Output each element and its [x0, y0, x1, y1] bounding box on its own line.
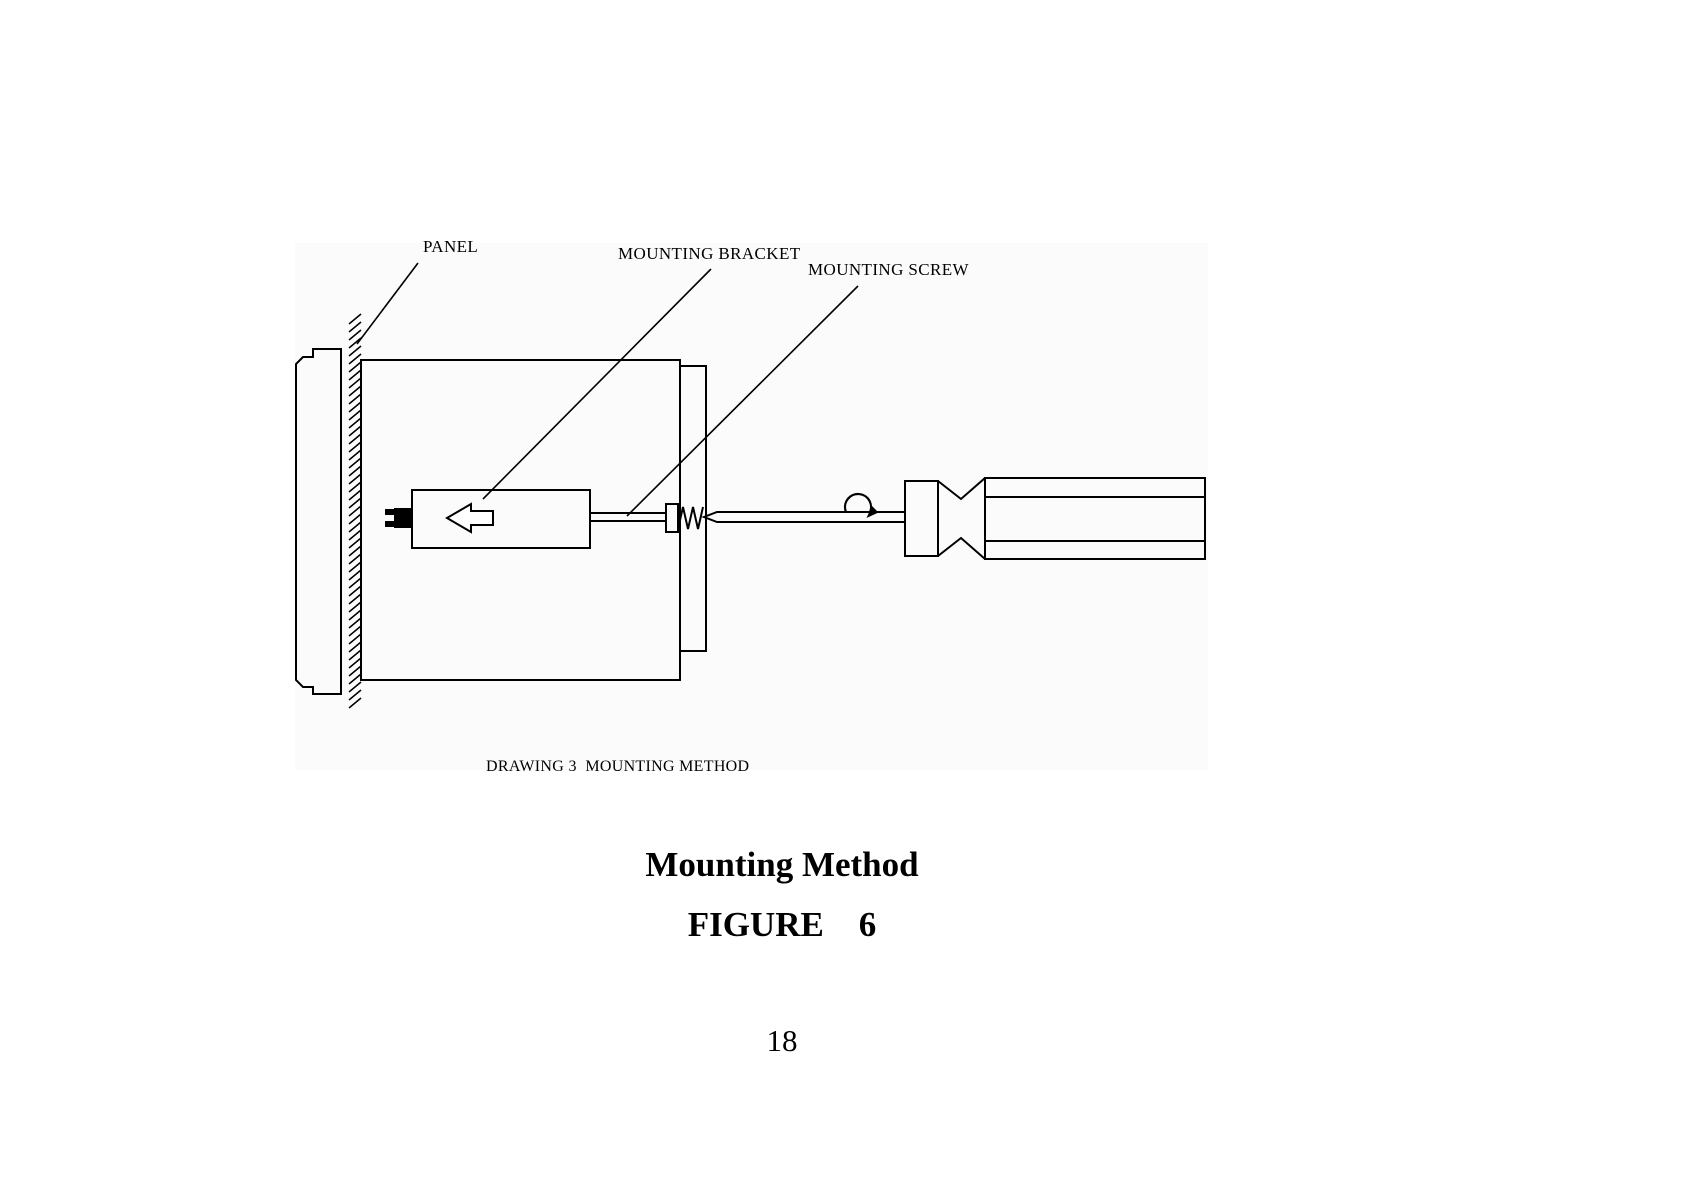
- page-number: 18: [766, 1023, 798, 1058]
- mounting-bracket-label: MOUNTING BRACKET: [618, 244, 801, 263]
- diagram-background: [295, 243, 1208, 770]
- panel-label: PANEL: [423, 237, 479, 256]
- mounting-screw: [590, 503, 704, 533]
- screwdriver: [701, 477, 1206, 560]
- screwdriver-shank: [701, 511, 905, 523]
- case-rear: [679, 365, 707, 652]
- leader-lines: [356, 262, 859, 517]
- bezel: [295, 348, 342, 695]
- mounting-bracket-body: [411, 489, 591, 549]
- screwdriver-handle: [984, 477, 1206, 560]
- figure-number: FIGURE 6: [687, 905, 877, 944]
- screwdriver-neck: [937, 477, 986, 560]
- panel-leader-line: [356, 262, 419, 345]
- screw-thread: [677, 506, 704, 530]
- drawing-caption: DRAWING 3 MOUNTING METHOD: [486, 758, 750, 775]
- bracket-arrow-icon: [445, 502, 494, 534]
- bracket-leader-line: [482, 268, 712, 500]
- figure-title: Mounting Method: [645, 845, 919, 884]
- mounting-screw-label: MOUNTING SCREW: [808, 260, 969, 279]
- bracket-claw: [385, 508, 412, 528]
- screwdriver-ferrule: [904, 480, 939, 557]
- screw-leader-line: [626, 285, 859, 517]
- panel-hatch: [348, 313, 362, 709]
- rotation-arrow-icon: [844, 492, 879, 518]
